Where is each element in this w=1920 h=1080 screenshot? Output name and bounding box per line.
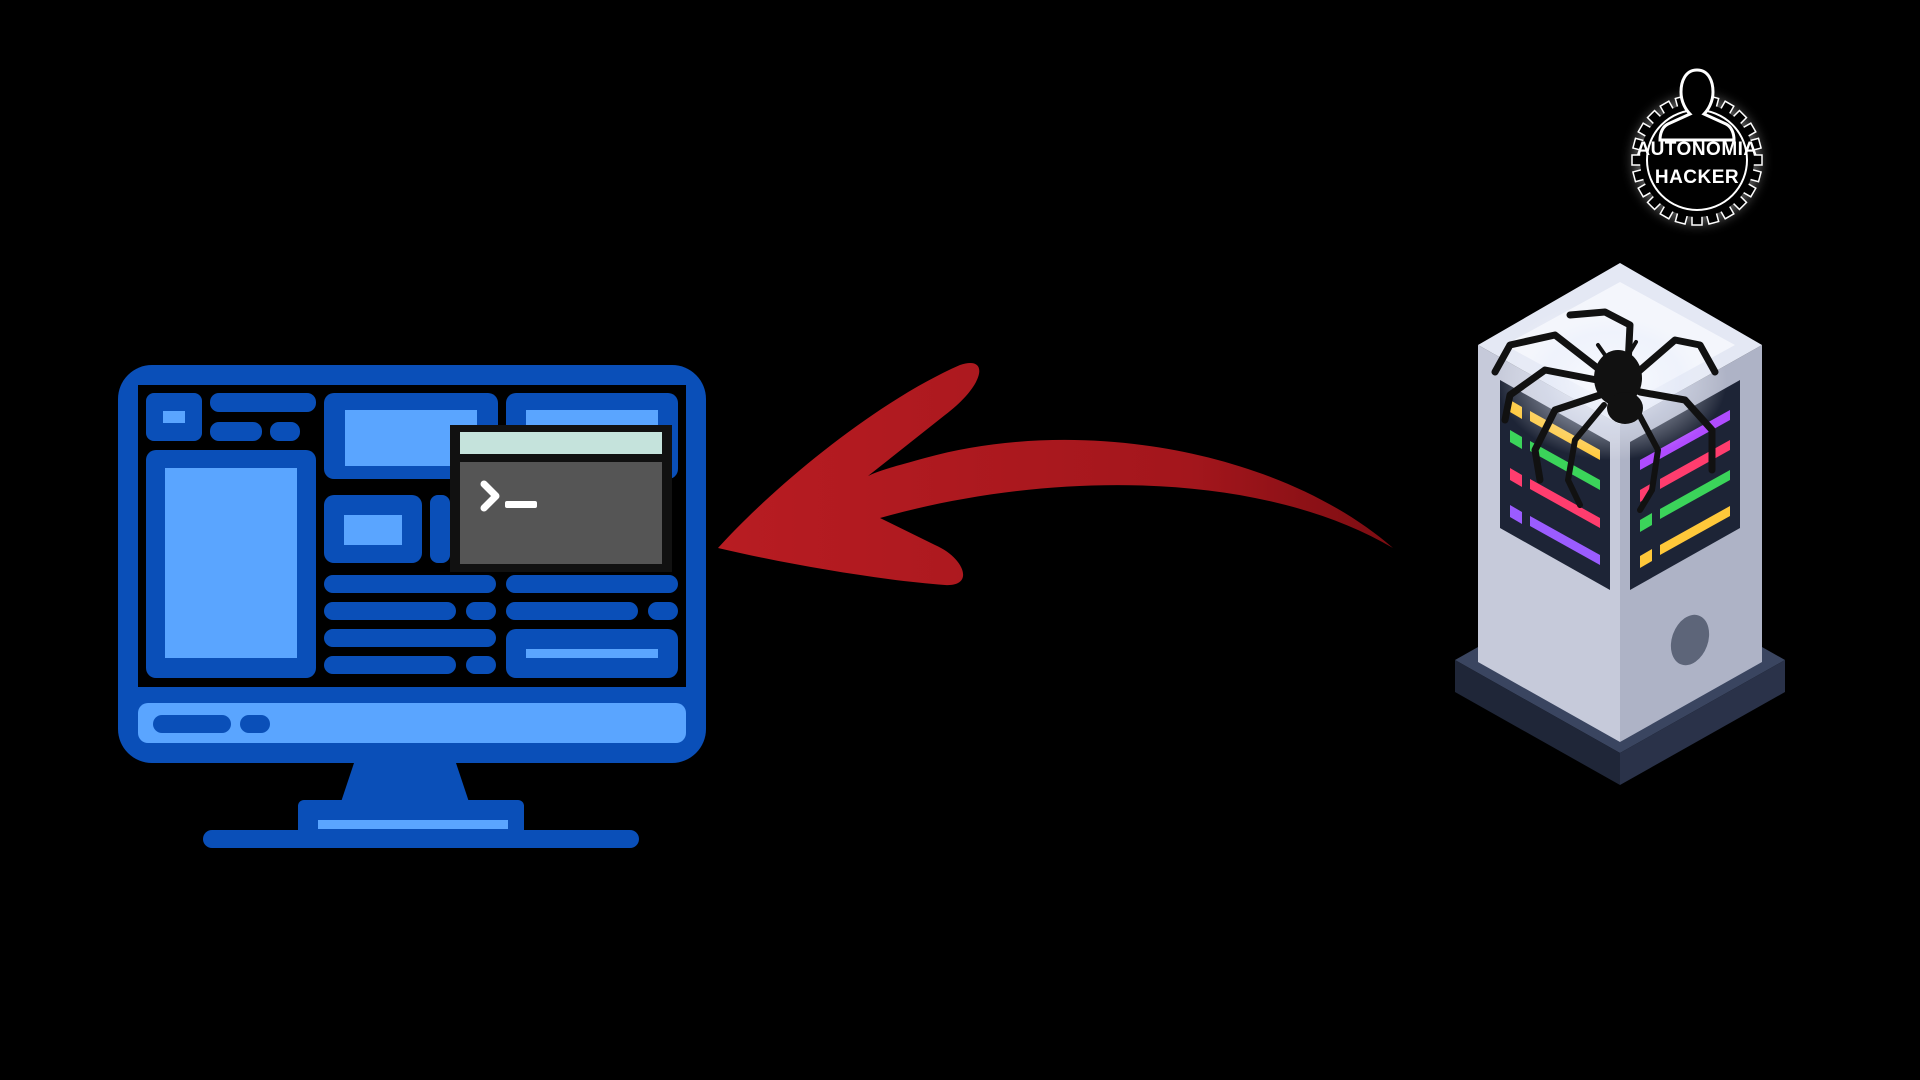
curved-arrow-icon [718,363,1393,586]
spider-icon [1491,308,1719,513]
logo-line-1: AUTONOMIA [1636,139,1757,160]
logo-line-2: HACKER [1655,167,1739,188]
hacker-silhouette-icon [1658,68,1736,142]
hacker-gear-logo: AUTONOMIA HACKER [1631,68,1763,226]
server-tower-icon [1455,263,1785,785]
terminal-window-icon [450,425,672,572]
